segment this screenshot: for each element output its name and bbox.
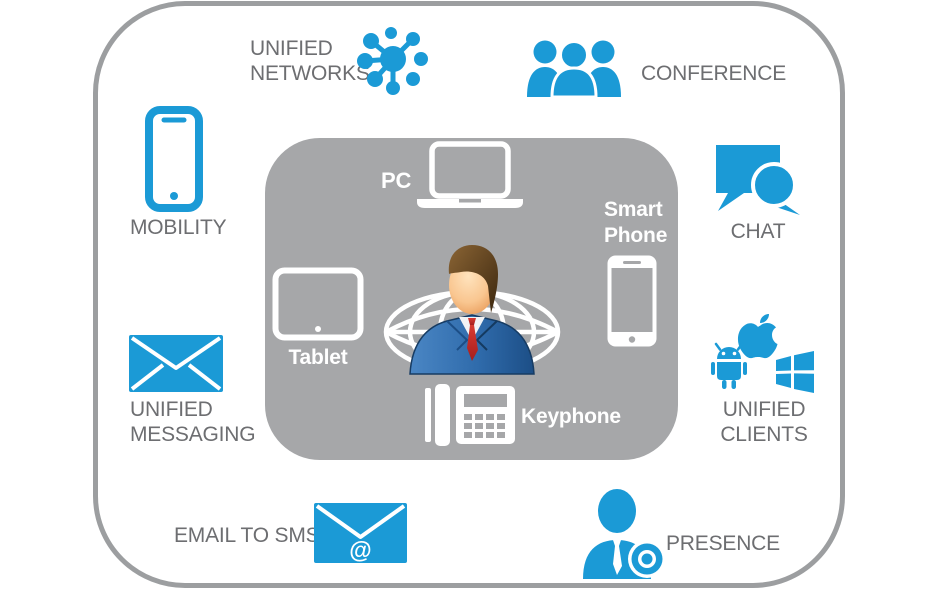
diagram-outer-border [93, 1, 845, 588]
unified-messaging-label: UNIFIED MESSAGING [130, 398, 256, 446]
chat-bubbles-icon [716, 145, 800, 215]
businessman-figure [409, 245, 535, 375]
mobility-label: MOBILITY [130, 216, 227, 239]
center-panel: PC Smart Phone Tablet [265, 138, 678, 460]
email-at-envelope-icon: @ [314, 503, 407, 563]
unified-clients-label: UNIFIED CLIENTS [720, 398, 808, 446]
unified-networks-label: UNIFIED NETWORKS [250, 37, 370, 85]
smartphone-icon [607, 255, 657, 347]
conference-people-icon [527, 40, 621, 97]
presence-label: PRESENCE [666, 532, 780, 555]
windows-icon [776, 351, 814, 393]
keyphone-label: Keyphone [521, 405, 621, 428]
presence-person-icon [583, 489, 666, 579]
chat-label: CHAT [730, 220, 786, 243]
laptop-icon [417, 141, 523, 208]
smart-phone-label: Smart Phone [604, 198, 668, 247]
tablet-icon [272, 267, 364, 341]
pc-label: PC [381, 168, 412, 193]
at-symbol: @ [349, 537, 371, 563]
tablet-label: Tablet [288, 346, 348, 369]
unified-clients-icons [711, 314, 814, 393]
mobile-phone-icon [145, 106, 203, 212]
android-icon [711, 342, 747, 389]
conference-label: CONFERENCE [641, 62, 787, 85]
envelope-icon [129, 335, 223, 392]
email-to-sms-label: EMAIL TO SMS [174, 524, 320, 547]
keyphone-icon [425, 384, 515, 446]
network-hub-icon [357, 27, 428, 95]
businessman-globe-icon [383, 245, 561, 375]
apple-icon [737, 314, 778, 359]
